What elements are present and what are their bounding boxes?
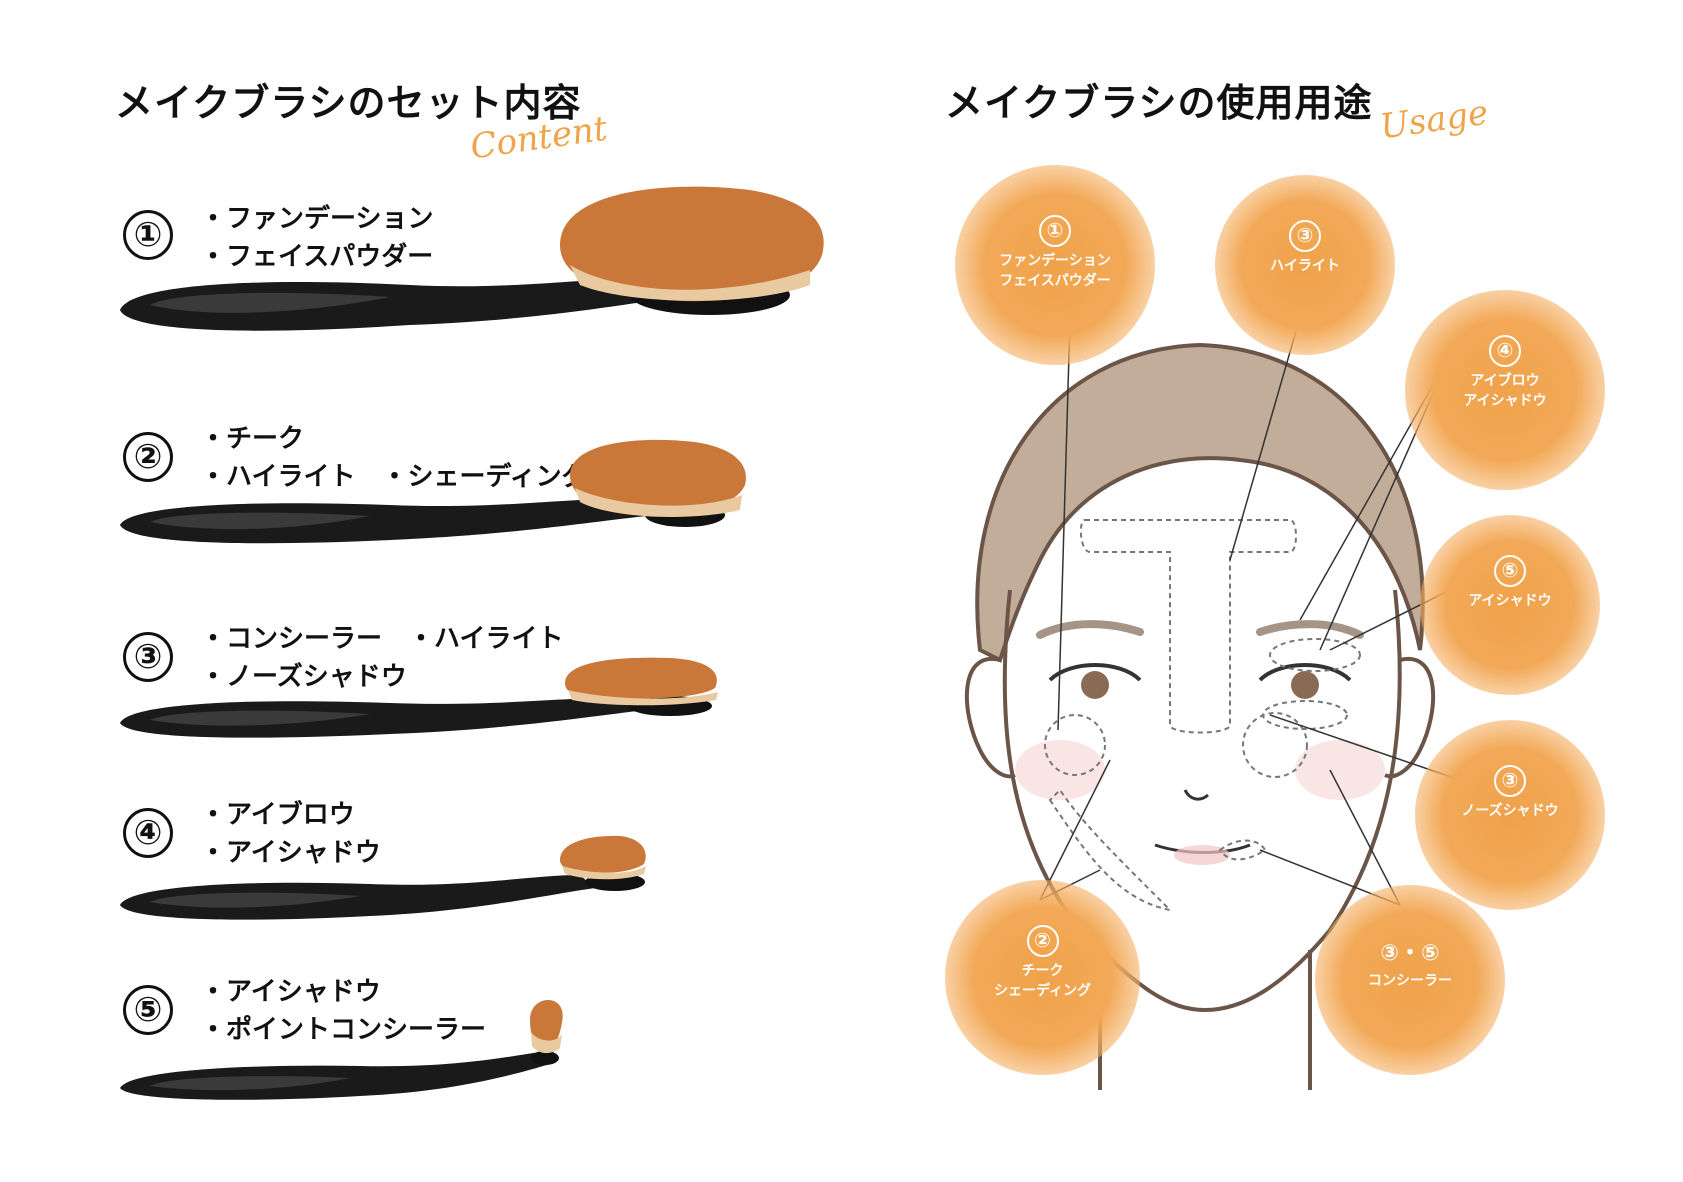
brush-use-line: ・アイシャドウ [200,838,381,868]
usage-label: コンシーラー [1368,973,1452,989]
usage-number: ① [1039,215,1071,247]
brush-use-line: ・ハイライト ・シェーディング [200,462,588,492]
brush-number-5: ⑤ [123,985,173,1035]
usage-number: ④ [1489,335,1521,367]
brush-1-image [120,186,824,331]
usage-bubble-nose-shadow: ③ ノーズシャドウ [1415,720,1605,910]
brush-use-line: ・コンシーラー ・ハイライト [200,624,564,654]
usage-label: ハイライト [1270,258,1340,274]
brush-number-3: ③ [123,632,173,682]
usage-number: ③ [1289,220,1321,252]
usage-bubble-3-5: ③・⑤ コンシーラー [1315,885,1505,1075]
usage-label: フェイスパウダー [999,273,1111,289]
usage-label: アイシャドウ [1468,593,1552,609]
brush-use-line: ・アイシャドウ [200,977,381,1007]
usage-number: ② [1026,925,1059,957]
usage-label: アイブロウ [1470,373,1540,389]
usage-number-combined: ③・⑤ [1380,941,1440,966]
content-title: メイクブラシのセット内容 [115,80,582,125]
brush-4-image [120,835,646,920]
brush-number-4: ④ [123,808,173,858]
brush-number-2: ② [123,432,173,482]
usage-bubble-5: ⑤ アイシャドウ [1420,515,1600,695]
usage-bubble-2: ② チークシェーディング [945,880,1140,1075]
brush-2-image [120,439,746,544]
brush-use-line: ・アイブロウ [200,800,355,830]
brush-uses-3: ・コンシーラー ・ハイライト ・ノーズシャドウ [200,620,563,696]
brush-use-line: ・ノーズシャドウ [200,662,407,692]
brush-uses-2: ・チーク ・ハイライト ・シェーディング [200,420,588,496]
brush-use-line: ・ファンデーション [200,204,434,234]
usage-label: アイシャドウ [1463,393,1547,409]
usage-bubble-1: ① ファンデーションフェイスパウダー [955,165,1155,365]
brush-use-line: ・チーク [200,424,305,454]
brush-number-1: ① [123,210,173,260]
brush-use-line: ・フェイスパウダー [200,242,434,272]
brush-uses-4: ・アイブロウ ・アイシャドウ [200,796,381,872]
usage-number: ③ [1494,765,1526,797]
brush-5-image [120,1000,563,1100]
usage-bubble-4: ④ アイブロウアイシャドウ [1405,290,1605,490]
brush-use-line: ・ポイントコンシーラー [200,1015,487,1045]
usage-label: ファンデーション [999,253,1111,269]
brush-3-image [120,657,718,738]
usage-bubble-highlight: ③ ハイライト [1215,175,1395,355]
usage-label: チーク [1021,963,1064,979]
usage-number: ⑤ [1494,555,1526,587]
usage-title: メイクブラシの使用用途 [945,80,1373,125]
face-illustration [964,342,1436,1090]
usage-label: ノーズシャドウ [1461,803,1559,819]
brush-uses-1: ・ファンデーション ・フェイスパウダー [200,200,433,276]
usage-label: シェーディング [993,983,1092,999]
brush-uses-5: ・アイシャドウ ・ポイントコンシーラー [200,973,486,1049]
